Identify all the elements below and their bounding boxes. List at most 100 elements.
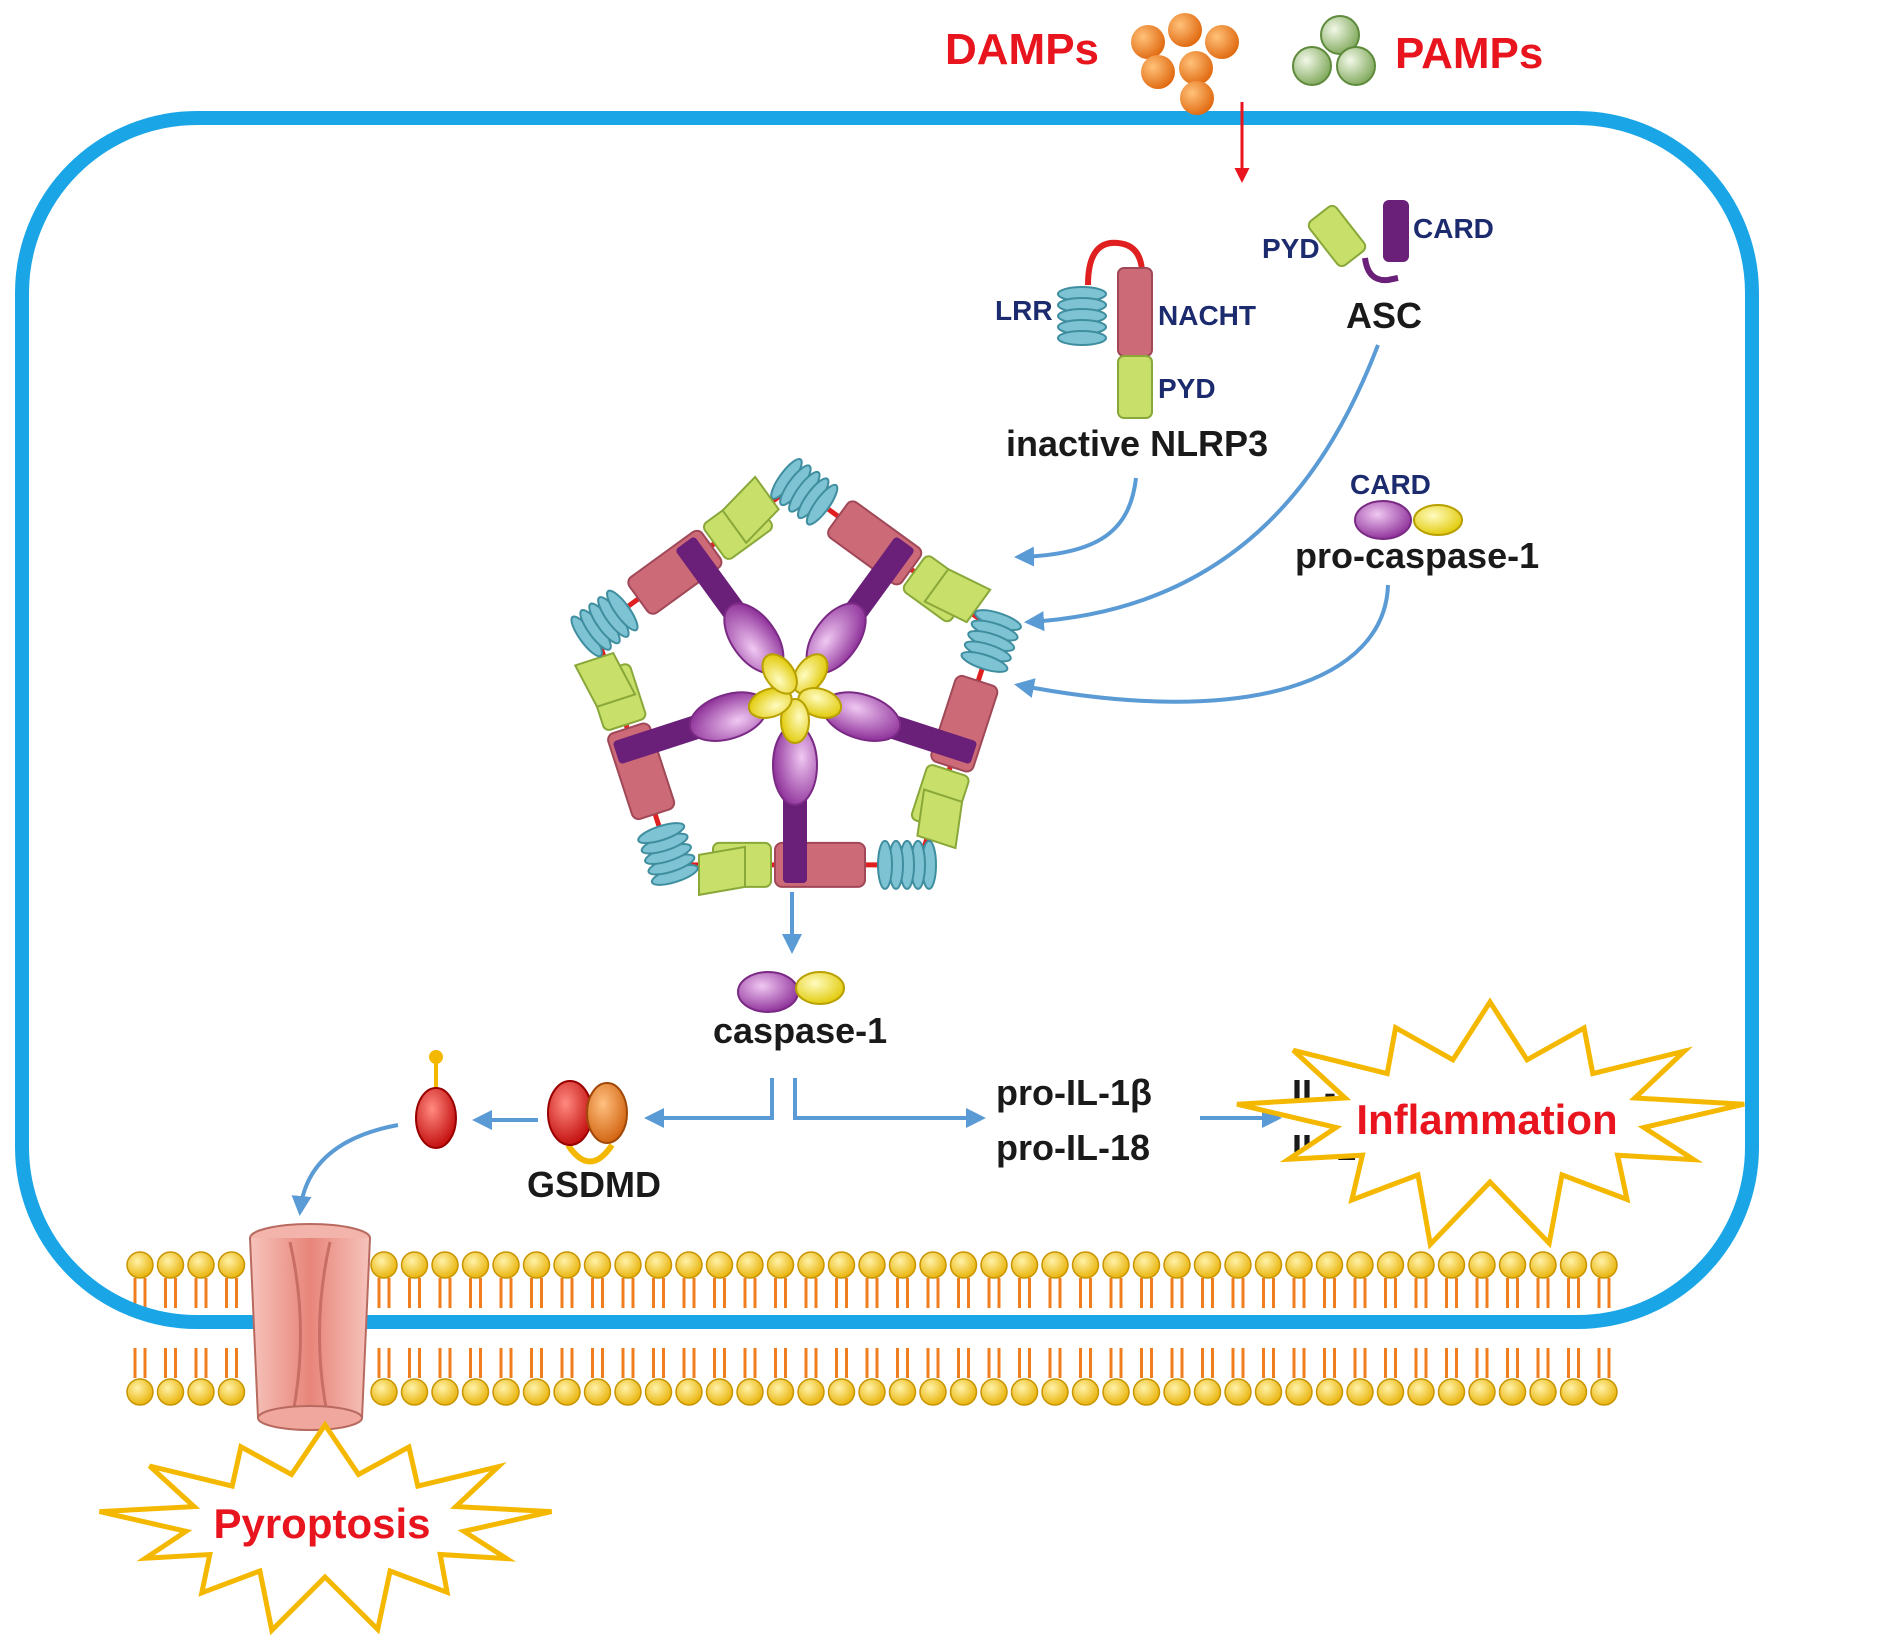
fragment-to-pore-arrow	[291, 1123, 399, 1216]
lipid-bilayer	[126, 1251, 1618, 1406]
gsdmd-pore-icon	[249, 1223, 371, 1431]
lipid-molecule	[1376, 1251, 1405, 1406]
gsdmd-protein	[547, 1080, 628, 1165]
procaspase-to-inflammasome-arrow	[1014, 584, 1390, 704]
asc-card-domain	[1383, 200, 1409, 262]
inactive-nlrp3-label: inactive NLRP3	[1006, 423, 1268, 464]
asc-pyd-domain	[721, 475, 780, 545]
lrr-label: LRR	[995, 295, 1053, 326]
lipid-molecule	[614, 1251, 642, 1406]
lrr-coil	[960, 609, 1022, 673]
cell-membrane	[15, 111, 1759, 1329]
caspase-small-subunit	[761, 653, 798, 695]
lipid-molecule	[1071, 1251, 1100, 1406]
lipid-molecule	[583, 1251, 612, 1406]
lipid-molecule	[156, 1251, 185, 1406]
asc-pyd-label: PYD	[1262, 233, 1320, 264]
lipid-molecule	[217, 1251, 246, 1406]
pro-il18-label: pro-IL-18	[996, 1127, 1150, 1168]
lrr-coil	[770, 457, 839, 526]
lipid-molecule	[675, 1251, 703, 1406]
gsdmd-label: GSDMD	[527, 1164, 661, 1205]
lipid-molecule	[1041, 1251, 1069, 1406]
lipid-molecule	[1559, 1251, 1588, 1406]
pyroptosis-starburst-icon	[98, 1420, 553, 1636]
inflammation-starburst-icon	[1236, 997, 1745, 1250]
asc-card-domain	[843, 537, 914, 623]
pro-caspase-1-label: pro-caspase-1	[1295, 535, 1539, 576]
asc-card-domain	[783, 791, 807, 883]
caspase-small-subunit	[792, 653, 829, 695]
asc-card-domain	[883, 714, 977, 764]
inflammation-label: Inflammation	[1356, 1096, 1617, 1143]
lrr-coil	[570, 589, 639, 658]
lipid-molecule	[644, 1251, 673, 1406]
asc-to-inflammasome-arrow	[1024, 344, 1380, 632]
damps-particles-icon	[1131, 13, 1239, 115]
asc-pyd-domain	[923, 567, 992, 624]
lipid-molecule	[1132, 1251, 1161, 1406]
nlrp3-pyd-domain	[1117, 355, 1153, 419]
lipid-molecule	[797, 1251, 825, 1406]
lipid-molecule	[1346, 1251, 1374, 1406]
lipid-molecule	[461, 1251, 490, 1406]
asc-pyd-domain	[698, 845, 746, 897]
pamps-particles-icon	[1292, 15, 1376, 86]
caspase-small-subunit	[747, 687, 793, 719]
caspase-small-subunit	[797, 687, 843, 719]
lipid-molecule	[1498, 1251, 1527, 1406]
lipid-molecule	[1407, 1251, 1435, 1406]
asc-caspase-spoke	[797, 687, 977, 764]
asc-caspase-spoke	[613, 687, 793, 764]
nacht-domain	[1117, 267, 1153, 357]
lipid-molecule	[126, 1251, 154, 1406]
lipid-molecule	[1163, 1251, 1191, 1406]
pro-caspase-1-card-label: CARD	[1350, 469, 1431, 500]
lipid-molecule	[1529, 1251, 1557, 1406]
nlrp3-segment	[573, 651, 699, 886]
asc-card-domain	[613, 714, 707, 764]
asc-pyd-domain	[916, 788, 964, 850]
lipid-molecule	[827, 1251, 856, 1406]
nacht-label: NACHT	[1158, 300, 1256, 331]
pamps-label: PAMPs	[1395, 29, 1543, 78]
lipid-molecule	[1285, 1251, 1313, 1406]
lipid-molecule	[1315, 1251, 1344, 1406]
asc-caspase-spoke	[676, 537, 798, 695]
nlrp3-to-inflammasome-arrow	[1014, 477, 1138, 567]
lrr-coil	[877, 839, 937, 890]
nlrp3-segment	[770, 457, 992, 624]
lipid-molecule	[1102, 1251, 1130, 1406]
lipid-molecule	[553, 1251, 581, 1406]
lipid-molecule	[522, 1251, 551, 1406]
asc-protein	[1307, 200, 1409, 284]
lrr-coil	[637, 822, 699, 886]
pro-il1b-label: pro-IL-1β	[996, 1072, 1152, 1113]
lipid-molecule	[1254, 1251, 1283, 1406]
lipid-molecule	[980, 1251, 1008, 1406]
nlrp3-segment	[698, 839, 937, 897]
caspase-1-label: caspase-1	[713, 1010, 887, 1051]
lipid-molecule	[1437, 1251, 1466, 1406]
lipid-molecule	[766, 1251, 795, 1406]
asc-caspase-spoke	[772, 698, 818, 883]
lipid-molecule	[400, 1251, 429, 1406]
caspase-large-subunit	[688, 691, 769, 742]
caspase-1-protein	[737, 971, 845, 1013]
lipid-molecule	[1010, 1251, 1039, 1406]
pyroptosis-label: Pyroptosis	[213, 1500, 430, 1547]
lipid-molecule	[858, 1251, 886, 1406]
asc-card-domain	[676, 537, 747, 623]
lipid-molecule	[1468, 1251, 1496, 1406]
asc-card-label: CARD	[1413, 213, 1494, 244]
asc-label: ASC	[1346, 295, 1422, 336]
nlrp3-pyd-label: PYD	[1158, 373, 1216, 404]
lipid-molecule	[492, 1251, 520, 1406]
lrr-coil	[1057, 286, 1107, 346]
asc-pyd-domain	[573, 651, 637, 708]
lipid-molecule	[888, 1251, 917, 1406]
lipid-molecule	[919, 1251, 947, 1406]
damps-label: DAMPs	[945, 25, 1099, 74]
inactive-nlrp3-protein	[1057, 239, 1153, 419]
